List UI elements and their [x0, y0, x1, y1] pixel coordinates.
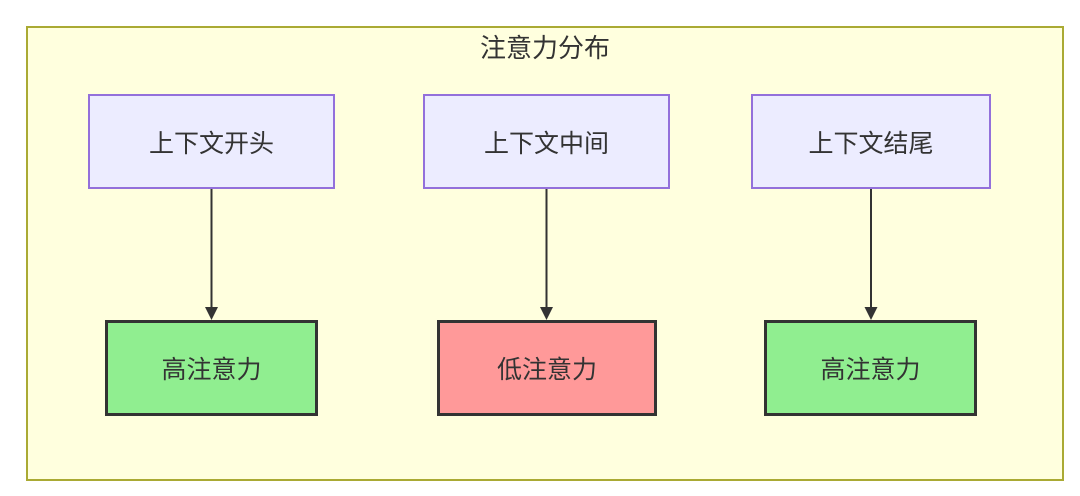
arrow-middle-to-low [540, 189, 553, 320]
arrow-end-to-high [864, 189, 878, 320]
node-context-beginning: 上下文开头 [88, 94, 335, 189]
node-high-attention-right: 高注意力 [764, 320, 977, 416]
node-high-attention-left: 高注意力 [105, 320, 318, 416]
attention-distribution-cluster: 注意力分布 上下文开头 上下文中间 上下文结尾 高注意力 低注意力 高注意力 [26, 26, 1064, 481]
node-context-end: 上下文结尾 [751, 94, 991, 189]
node-context-middle: 上下文中间 [423, 94, 670, 189]
cluster-title: 注意力分布 [479, 34, 610, 64]
node-low-attention-middle: 低注意力 [437, 320, 657, 416]
arrow-begin-to-high [205, 189, 218, 320]
